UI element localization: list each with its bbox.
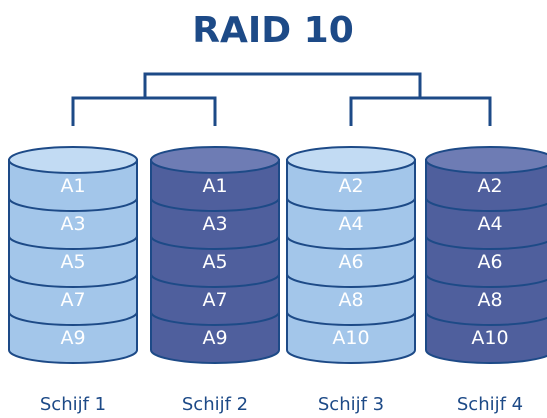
block-label: A5 — [60, 251, 85, 273]
block-separator — [425, 273, 547, 288]
mirror-connectors — [71, 72, 492, 126]
block-separator — [286, 273, 416, 288]
connector-top — [143, 72, 422, 98]
block-label: A3 — [202, 213, 227, 235]
block-label: A3 — [60, 213, 85, 235]
block-separator — [8, 235, 138, 250]
block-label: A6 — [338, 251, 363, 273]
block-label: A9 — [60, 327, 85, 349]
block-separator — [286, 197, 416, 212]
diagram-title: RAID 10 — [192, 10, 354, 51]
block-label: A8 — [477, 289, 502, 311]
disk-name: Schijf 4 — [457, 394, 523, 415]
connector-right-pair — [349, 96, 492, 126]
block-separator — [286, 311, 416, 326]
block-label: A7 — [60, 289, 85, 311]
block-label: A9 — [202, 327, 227, 349]
block-separator — [150, 235, 280, 250]
disk-name: Schijf 3 — [318, 394, 384, 415]
block-label: A2 — [338, 175, 363, 197]
disk-top — [150, 146, 280, 174]
block-label: A5 — [202, 251, 227, 273]
block-label: A2 — [477, 175, 502, 197]
block-label: A1 — [60, 175, 85, 197]
disk-name: Schijf 1 — [40, 394, 106, 415]
block-label: A7 — [202, 289, 227, 311]
disk-body — [8, 159, 138, 364]
block-separator — [8, 311, 138, 326]
block-separator — [286, 235, 416, 250]
block-label: A4 — [477, 213, 502, 235]
disk-top — [8, 146, 138, 174]
block-separator — [8, 273, 138, 288]
block-label: A6 — [477, 251, 502, 273]
block-label: A8 — [338, 289, 363, 311]
block-separator — [425, 197, 547, 212]
block-label: A1 — [202, 175, 227, 197]
disk-name: Schijf 2 — [182, 394, 248, 415]
disk-body — [150, 159, 280, 364]
block-separator — [425, 311, 547, 326]
block-separator — [425, 235, 547, 250]
disk-top — [286, 146, 416, 174]
block-label: A4 — [338, 213, 363, 235]
disk-top — [425, 146, 547, 174]
block-label: A10 — [471, 327, 508, 349]
block-separator — [150, 197, 280, 212]
block-label: A10 — [332, 327, 369, 349]
block-separator — [8, 197, 138, 212]
block-separator — [150, 311, 280, 326]
disk-body — [286, 159, 416, 364]
block-separator — [150, 273, 280, 288]
connector-left-pair — [71, 96, 217, 126]
